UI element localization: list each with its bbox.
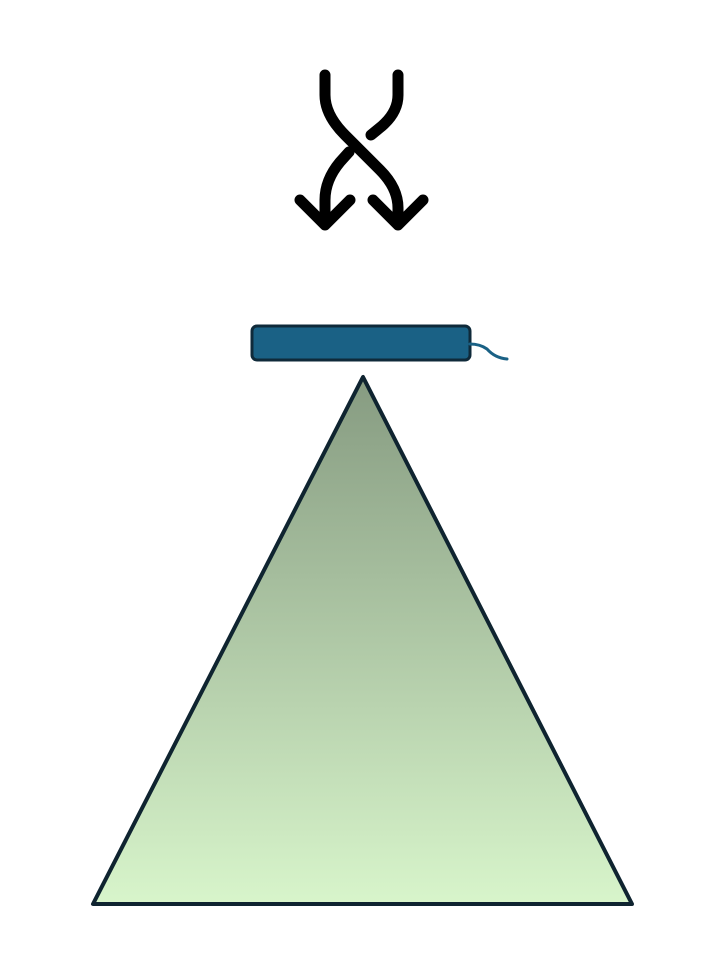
triangle-beam: [91, 375, 634, 906]
sensor-bar: [250, 324, 472, 362]
sensor-cable: [468, 342, 509, 361]
arrow-strand-left-lower: [319, 146, 355, 228]
swap-arrows-icon: [294, 69, 429, 231]
sensor-bar-icon: [250, 324, 509, 362]
arrow-strand-left-upper: [365, 69, 404, 141]
arrow-strand-right: [319, 69, 404, 228]
arrowhead-left: [294, 194, 356, 231]
arrowhead-right: [367, 194, 429, 231]
